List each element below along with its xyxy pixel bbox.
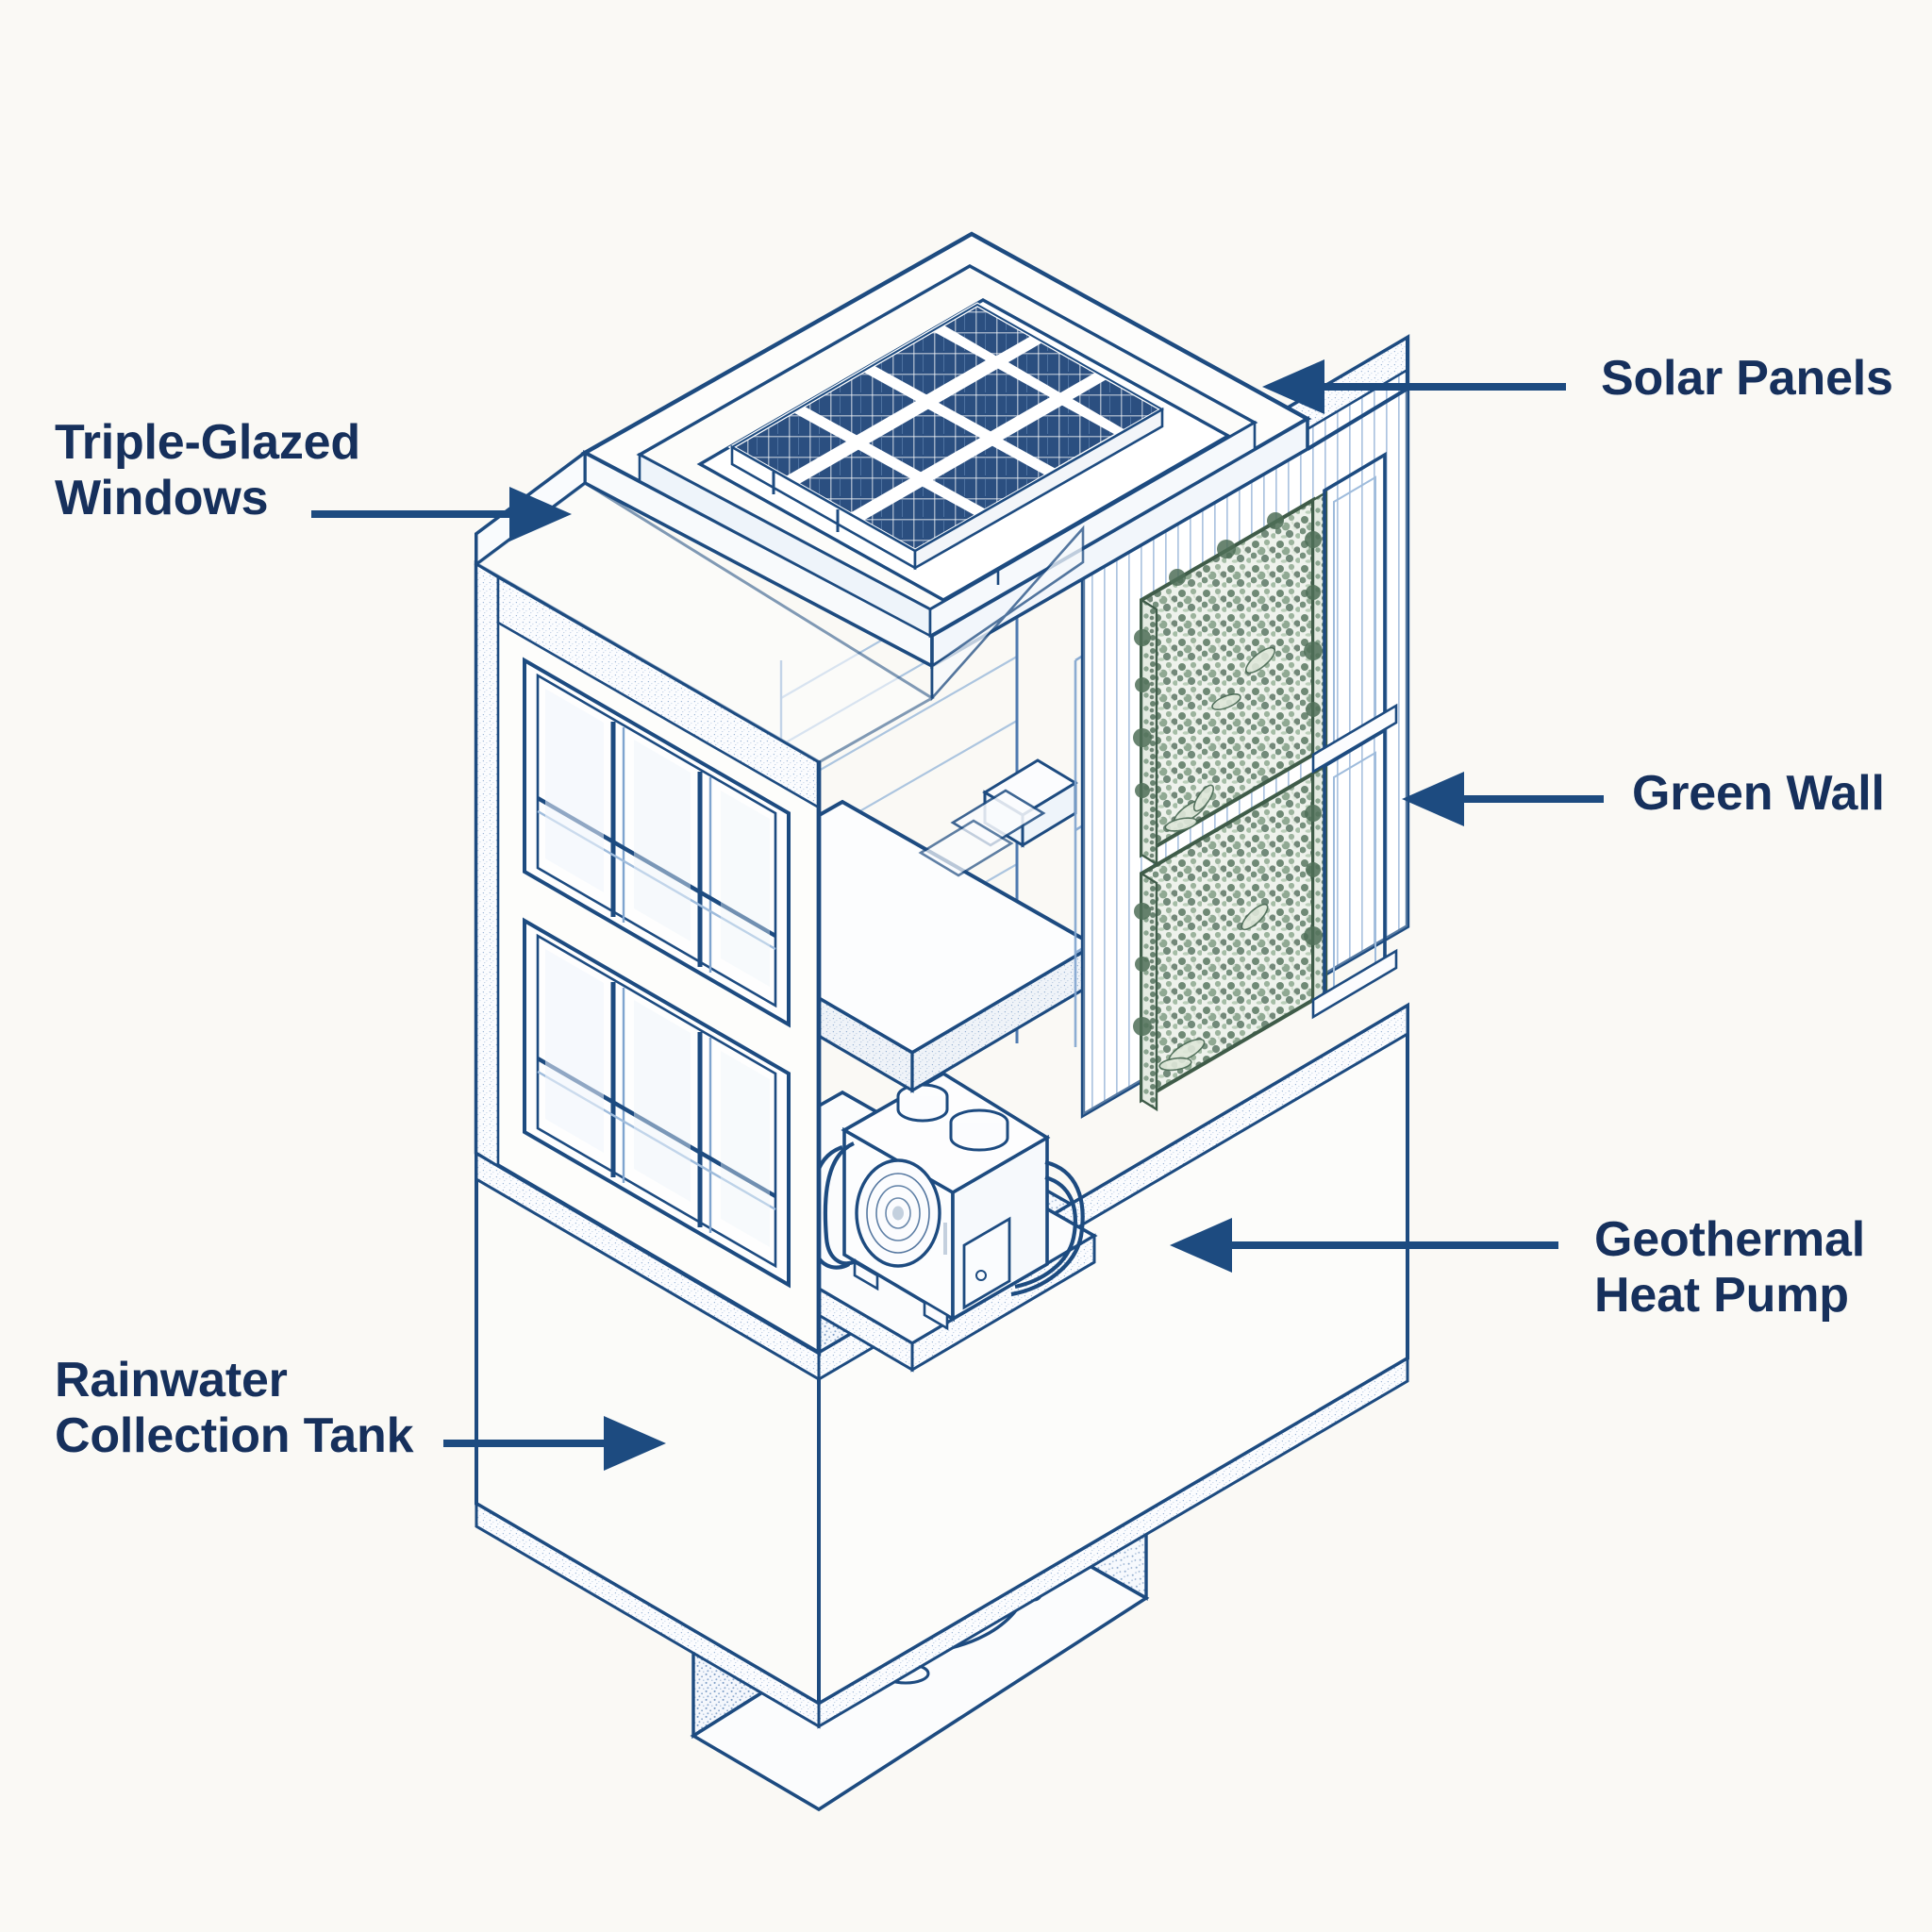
window-lower-band — [523, 917, 791, 1289]
callout-label-geothermal-heat-pump: Geothermal Heat Pump — [1594, 1212, 1865, 1324]
callout-label-green-wall: Green Wall — [1632, 766, 1885, 821]
callout-label-solar-panels: Solar Panels — [1601, 351, 1893, 406]
leader-green-wall — [1402, 772, 1604, 826]
callout-label-triple-glazed-windows: Triple-Glazed Windows — [55, 415, 360, 526]
geothermal-heat-pump-unit — [809, 1071, 1085, 1331]
leader-solar-panels — [1262, 359, 1566, 414]
window-upper-band — [523, 657, 791, 1028]
solar-panel-array — [696, 298, 1232, 602]
callout-label-rainwater-collection-tank: Rainwater Collection Tank — [55, 1353, 414, 1464]
callout-leaders — [311, 359, 1604, 1471]
roof-parapet — [474, 231, 1409, 764]
interior-staircase — [918, 758, 1078, 877]
leader-geothermal-heat-pump — [1170, 1218, 1558, 1273]
leader-triple-glazed-windows — [311, 487, 572, 541]
left-facade-window-wall — [474, 560, 822, 1357]
leader-rainwater-collection-tank — [443, 1416, 666, 1471]
